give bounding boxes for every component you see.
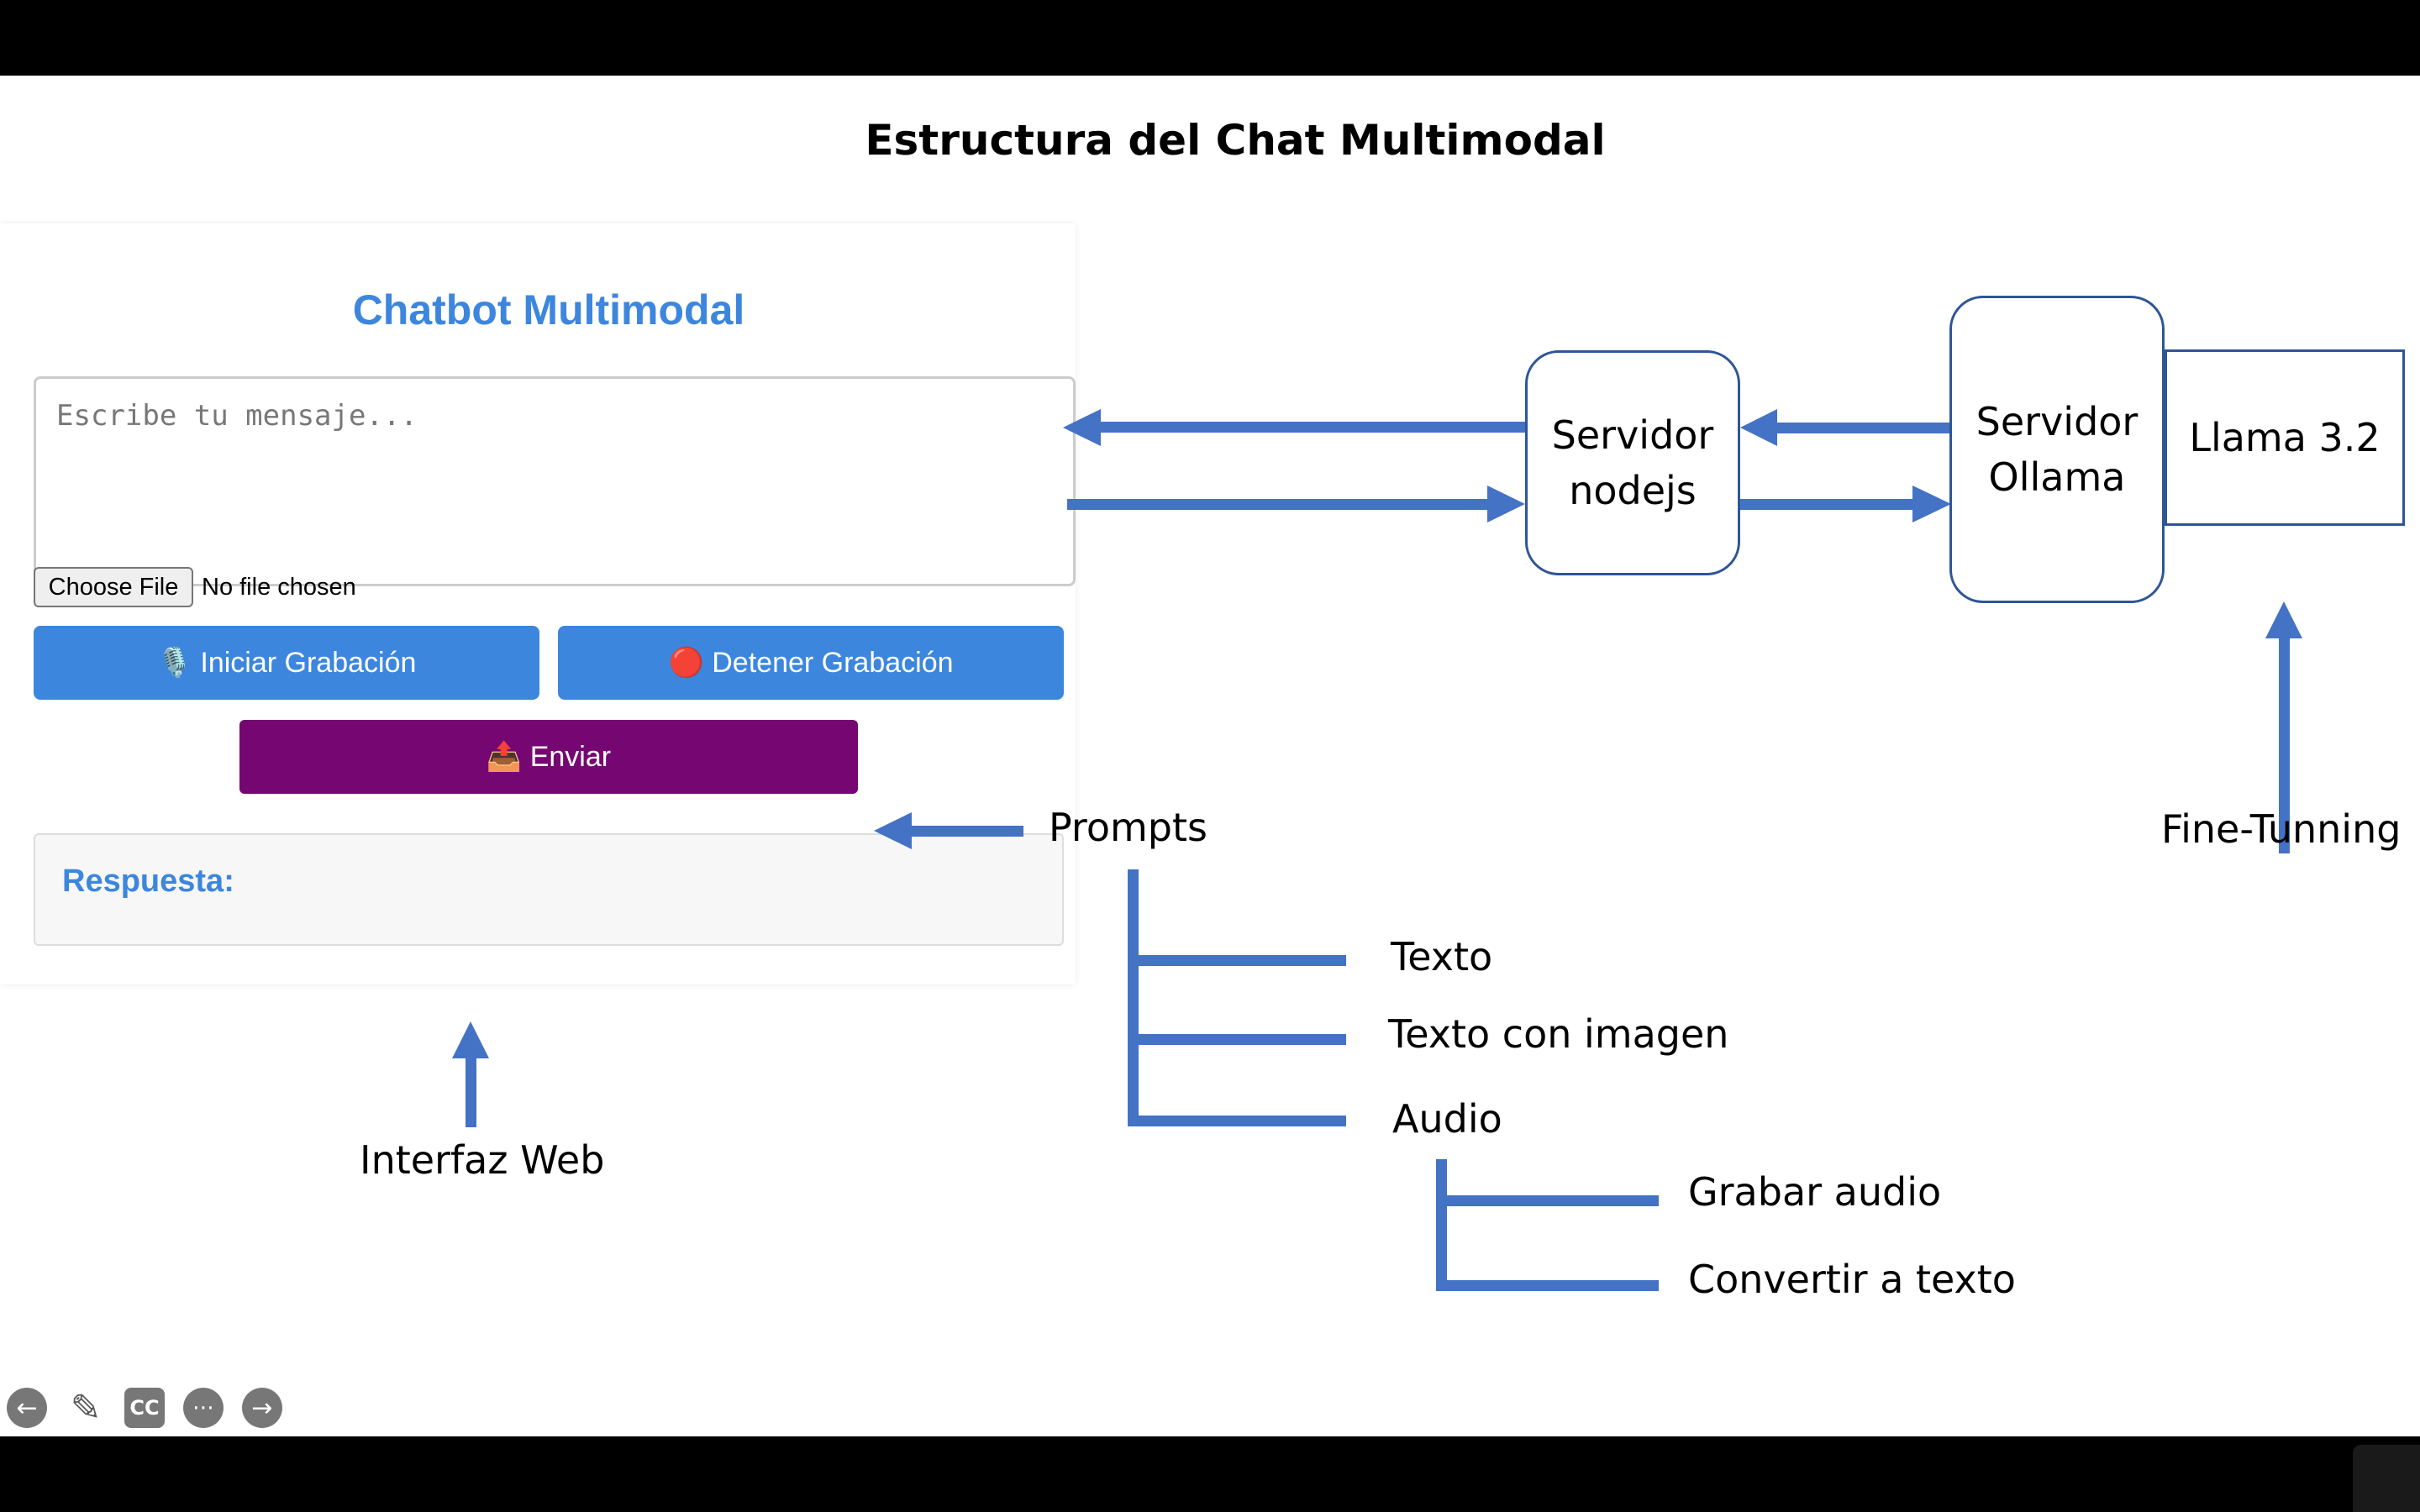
arrow-to-nodejs-head <box>1487 486 1525 522</box>
arrow-to-ollama-head <box>1912 486 1951 522</box>
response-box <box>34 833 1064 946</box>
arrow-to-nodejs-return-head <box>1740 409 1777 446</box>
start-recording-button[interactable]: 🎙️ Iniciar Grabación <box>34 626 539 700</box>
arrow-prompts-shaft <box>912 826 1023 837</box>
arrow-interfaz-head <box>452 1021 489 1058</box>
arrow-to-ollama-shaft <box>1740 499 1912 510</box>
ollama-server-label-line2: Ollama <box>1988 454 2126 500</box>
arrow-fine-tuning-shaft <box>2279 638 2290 853</box>
send-button[interactable]: 📤 Enviar <box>239 720 858 794</box>
nodejs-server-label-line1: Servidor <box>1551 412 1714 458</box>
interfaz-web-label: Interfaz Web <box>360 1137 605 1183</box>
audio-bracket-vertical <box>1436 1159 1447 1285</box>
more-icon[interactable]: ⋯ <box>183 1388 224 1428</box>
response-label: Respuesta: <box>62 864 234 899</box>
texto-con-imagen-label: Texto con imagen <box>1388 1011 1729 1057</box>
arrow-fine-tuning-head <box>2265 601 2302 638</box>
chat-title: Chatbot Multimodal <box>352 286 745 333</box>
ollama-server-box: Servidor Ollama <box>1949 296 2165 603</box>
prompts-label: Prompts <box>1049 805 1207 850</box>
nodejs-server-label-line2: nodejs <box>1569 468 1697 513</box>
arrow-to-nodejs-shaft <box>1067 499 1487 510</box>
corner-widget <box>2353 1445 2420 1512</box>
file-status: No file chosen <box>202 574 356 601</box>
texto-label: Texto <box>1391 934 1493 979</box>
convertir-a-texto-label: Convertir a texto <box>1688 1257 2016 1302</box>
llama-model-label: Llama 3.2 <box>2189 415 2381 460</box>
audio-bracket-convertir <box>1436 1280 1659 1291</box>
arrow-to-chat-head <box>1063 409 1101 446</box>
llama-model-box: Llama 3.2 <box>2165 349 2405 526</box>
diagram-arrows <box>452 409 2302 1291</box>
audio-label: Audio <box>1392 1096 1502 1142</box>
prompts-bracket-texto <box>1128 955 1346 966</box>
slide: Estructura del Chat Multimodal Chatbot M… <box>0 76 2420 1436</box>
slide-title: Estructura del Chat Multimodal <box>865 116 1606 165</box>
choose-file-button[interactable]: Choose File <box>34 567 193 607</box>
nodejs-server-box: Servidor nodejs <box>1525 350 1740 575</box>
grabar-audio-label: Grabar audio <box>1688 1169 1942 1215</box>
pen-icon[interactable]: ✎ <box>70 1386 102 1430</box>
audio-bracket-grabar <box>1436 1195 1659 1206</box>
arrow-to-nodejs-return-shaft <box>1777 423 1949 433</box>
prompts-bracket-texto-imagen <box>1128 1034 1346 1045</box>
captions-icon[interactable]: CC <box>124 1388 165 1428</box>
arrow-prompts-head <box>874 812 912 849</box>
forward-icon[interactable]: → <box>242 1388 282 1428</box>
arrow-interfaz-shaft <box>466 1058 476 1127</box>
message-input[interactable] <box>34 376 1076 586</box>
arrow-to-chat-shaft <box>1101 422 1525 433</box>
back-icon[interactable]: ← <box>7 1388 47 1428</box>
ollama-server-label-line1: Servidor <box>1975 399 2139 444</box>
prompts-bracket-audio <box>1128 1116 1346 1126</box>
prompts-bracket-vertical <box>1128 869 1139 1121</box>
stop-recording-button[interactable]: 🔴 Detener Grabación <box>558 626 1064 700</box>
fine-tuning-label: Fine-Tunning <box>2161 806 2402 852</box>
